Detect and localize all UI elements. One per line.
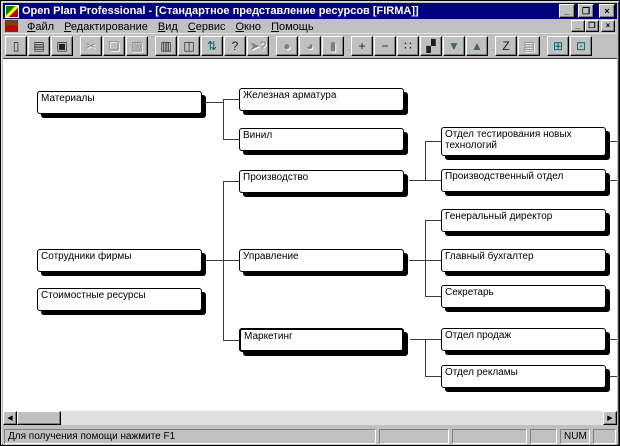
menu-view[interactable]: Вид bbox=[157, 21, 178, 33]
mdi-minimize-button[interactable]: _ bbox=[571, 20, 585, 32]
menu-help[interactable]: Помощь bbox=[271, 21, 314, 33]
connector-line bbox=[224, 181, 239, 182]
close-button[interactable]: × bbox=[599, 4, 615, 18]
connector-line bbox=[426, 296, 441, 297]
link-icon[interactable]: ∷ bbox=[397, 36, 419, 56]
box-glavnyj-buhgalter[interactable]: Главный бухгалтер bbox=[441, 249, 606, 272]
connector-line bbox=[610, 376, 617, 377]
tile-windows-icon[interactable]: ⊞ bbox=[547, 36, 569, 56]
connector-line bbox=[409, 260, 425, 261]
connector-line bbox=[224, 99, 239, 100]
box-generalnyj-direktor[interactable]: Генеральный директор bbox=[441, 209, 606, 232]
zoom-tool-icon[interactable]: Z bbox=[495, 36, 517, 56]
cut-icon: ✂ bbox=[80, 36, 102, 56]
connector-line bbox=[409, 180, 425, 181]
connector-line bbox=[206, 260, 223, 261]
print-icon[interactable]: ▥ bbox=[155, 36, 177, 56]
connector-line bbox=[426, 141, 441, 142]
scroll-right-button[interactable]: ▶ bbox=[603, 411, 617, 425]
connector-line bbox=[610, 141, 617, 142]
app-icon bbox=[5, 4, 19, 18]
box-sotrudniki-firmy[interactable]: Сотрудники фирмы bbox=[37, 249, 202, 272]
num-indicator: NUM bbox=[560, 429, 590, 444]
status-bar: Для получения помощи нажмите F1 NUM bbox=[3, 427, 617, 445]
move-down-icon[interactable]: ▼ bbox=[443, 36, 465, 56]
connector-line bbox=[224, 139, 239, 140]
scroll-thumb[interactable] bbox=[17, 411, 61, 425]
connector-line bbox=[224, 260, 239, 261]
new-icon[interactable]: ▯ bbox=[5, 36, 27, 56]
box-stoimostnye-resursy[interactable]: Стоимостные ресурсы bbox=[37, 288, 202, 311]
connector-line bbox=[425, 220, 426, 297]
status-panel-2 bbox=[452, 429, 527, 444]
add-resource-icon[interactable]: + bbox=[351, 36, 373, 56]
mdi-restore-button[interactable]: ❐ bbox=[585, 20, 599, 32]
connector-line bbox=[610, 180, 617, 181]
rounded-node-icon: ▮ bbox=[322, 36, 344, 56]
circle-tool-icon: ● bbox=[276, 36, 298, 56]
connector-line bbox=[223, 181, 224, 341]
window-title: Open Plan Professional - [Стандартное пр… bbox=[22, 5, 419, 17]
connector-line bbox=[610, 339, 617, 340]
connector-line bbox=[206, 102, 223, 103]
status-panel-4 bbox=[593, 429, 616, 444]
status-panel-3 bbox=[530, 429, 557, 444]
connector-line bbox=[223, 99, 224, 140]
context-help-icon: ➤? bbox=[247, 36, 269, 56]
box-otdel-reklamy[interactable]: Отдел рекламы bbox=[441, 365, 606, 388]
remove-resource-icon[interactable]: − bbox=[374, 36, 396, 56]
circle-question-icon: ◕ bbox=[299, 36, 321, 56]
title-bar: Open Plan Professional - [Стандартное пр… bbox=[3, 3, 617, 19]
box-vinil[interactable]: Винил bbox=[239, 128, 404, 151]
connector-line bbox=[224, 340, 239, 341]
menu-bar-items: Файл Редактирование Вид Сервис Окно Помощь bbox=[22, 17, 319, 35]
connector-line bbox=[425, 339, 426, 377]
connector-line bbox=[410, 339, 425, 340]
connector-line bbox=[426, 376, 441, 377]
box-sekretar[interactable]: Секретарь bbox=[441, 285, 606, 308]
step-icon[interactable]: ▞ bbox=[420, 36, 442, 56]
box-upravlenie[interactable]: Управление bbox=[239, 249, 404, 272]
move-up-icon[interactable]: ▲ bbox=[466, 36, 488, 56]
box-proizvodstvennyj-otdel[interactable]: Производственный отдел bbox=[441, 169, 606, 192]
horizontal-scrollbar[interactable]: ◀ ▶ bbox=[3, 411, 617, 425]
notes-icon: ▤ bbox=[518, 36, 540, 56]
mdi-close-button[interactable]: × bbox=[601, 20, 615, 32]
paste-icon: ▧ bbox=[126, 36, 148, 56]
status-message: Для получения помощи нажмите F1 bbox=[4, 429, 376, 444]
menu-file[interactable]: Файл bbox=[27, 21, 55, 33]
copy-icon: ❏ bbox=[103, 36, 125, 56]
box-otdel-testirovaniya[interactable]: Отдел тестирования новых технологий bbox=[441, 127, 606, 156]
document-icon[interactable] bbox=[5, 20, 18, 32]
box-otdel-prodazh[interactable]: Отдел продаж bbox=[441, 328, 606, 351]
scroll-left-button[interactable]: ◀ bbox=[3, 411, 17, 425]
connector-line bbox=[426, 339, 441, 340]
print-preview-icon[interactable]: ◫ bbox=[178, 36, 200, 56]
connector-line bbox=[425, 141, 426, 181]
toolbar: ▯▤▣✂❏▧▥◫⇅?➤?●◕▮+−∷▞▼▲Z▤⊞⊡ bbox=[3, 33, 617, 58]
cascade-windows-icon[interactable]: ⊡ bbox=[570, 36, 592, 56]
menu-edit[interactable]: Редактирование bbox=[64, 21, 148, 33]
box-zheleznaya-armatura[interactable]: Железная арматура bbox=[239, 88, 404, 111]
exchange-icon[interactable]: ⇅ bbox=[201, 36, 223, 56]
connector-line bbox=[426, 260, 441, 261]
save-icon[interactable]: ▣ bbox=[51, 36, 73, 56]
menu-service[interactable]: Сервис bbox=[187, 21, 226, 33]
help-icon[interactable]: ? bbox=[224, 36, 246, 56]
connector-line bbox=[426, 220, 441, 221]
restore-button[interactable]: ❐ bbox=[578, 4, 594, 18]
menu-window[interactable]: Окно bbox=[235, 21, 262, 33]
box-marketing[interactable]: Маркетинг bbox=[239, 328, 404, 352]
status-panel-1 bbox=[379, 429, 449, 444]
minimize-button[interactable]: _ bbox=[559, 4, 575, 18]
open-icon[interactable]: ▤ bbox=[28, 36, 50, 56]
connector-line bbox=[426, 180, 441, 181]
box-materialy[interactable]: Материалы bbox=[37, 91, 202, 114]
box-proizvodstvo[interactable]: Производство bbox=[239, 170, 404, 193]
